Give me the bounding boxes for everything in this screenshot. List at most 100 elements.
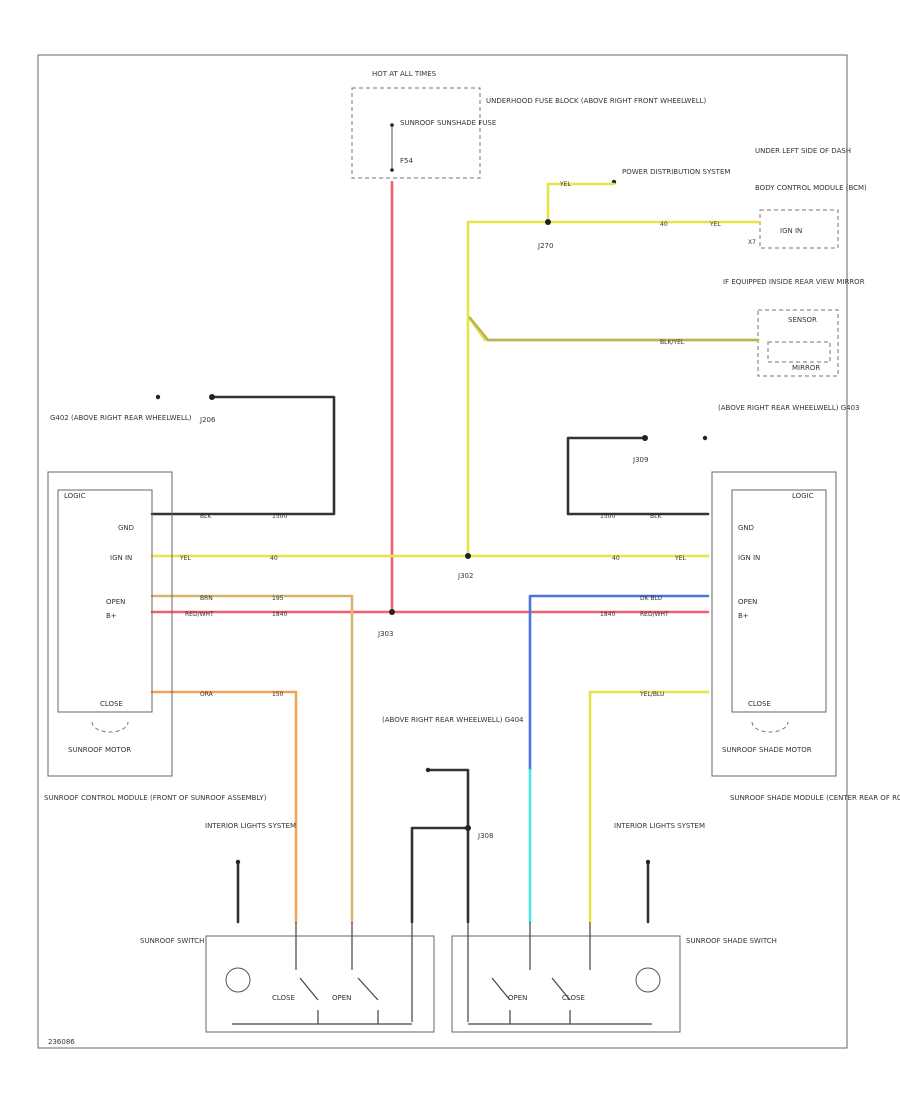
splice-j308-dot (465, 825, 471, 831)
left-module-outer (47, 471, 173, 777)
right-switch-open: OPEN (508, 994, 527, 1002)
ground-g404-label: (ABOVE RIGHT REAR WHEELWELL) G404 (382, 716, 524, 724)
wl-yel-bcm: YEL (709, 221, 721, 228)
splice-j206: J206 (199, 416, 216, 424)
fuse-block: HOT AT ALL TIMES SUNROOF SUNSHADE FUSE F… (351, 70, 707, 179)
wl-red-wht-right: RED/WHT (640, 611, 669, 618)
wl-yel-left: YEL (179, 555, 191, 562)
wl-red-wht-left: RED/WHT (185, 611, 214, 618)
wl-1840-right: 1840 (600, 611, 615, 618)
left-pin-open: OPEN (106, 598, 125, 606)
wl-brn: BRN (200, 595, 213, 602)
right-switch-close: CLOSE (562, 994, 585, 1002)
right-module: LOGIC GND IGN IN OPEN B+ CLOSE SUNROOF S… (711, 471, 900, 802)
left-pin-close: CLOSE (100, 700, 123, 708)
left-switch: SUNROOF SWITCH CLOSE OPEN (140, 922, 435, 1033)
splice-j302-dot (465, 553, 471, 559)
bcm-name: BODY CONTROL MODULE (BCM) (755, 184, 867, 192)
fuse-header: HOT AT ALL TIMES (372, 70, 437, 78)
ground-g403-label: (ABOVE RIGHT REAR WHEELWELL) G403 (718, 404, 859, 412)
wire-blk-right-ground (566, 436, 710, 516)
wl-yel-blu: YEL/BLU (639, 691, 664, 698)
wl-dk-blu: DK BLU (640, 595, 662, 602)
left-switch-name: SUNROOF SWITCH (140, 937, 204, 945)
fuse-terminal-bottom (390, 168, 394, 172)
interior-lights-left: INTERIOR LIGHTS SYSTEM (205, 822, 296, 830)
left-module-name: SUNROOF CONTROL MODULE (FRONT OF SUNROOF… (44, 794, 267, 802)
splice-j302: J302 (457, 572, 473, 580)
right-module-outer (711, 471, 837, 777)
left-pin-ign: IGN IN (110, 554, 132, 562)
power-dist-label: POWER DISTRIBUTION SYSTEM (622, 168, 730, 176)
ground-g404: (ABOVE RIGHT REAR WHEELWELL) G404 (382, 716, 524, 773)
left-switch-contacts (232, 922, 413, 1025)
left-pin-bplus: B+ (106, 612, 117, 620)
fuse-name: SUNROOF SUNSHADE FUSE (400, 119, 496, 127)
right-pin-bplus: B+ (738, 612, 749, 620)
fuse-block-name: UNDERHOOD FUSE BLOCK (ABOVE RIGHT FRONT … (486, 97, 707, 105)
wire-yel-ign (150, 182, 762, 558)
diagram-border (37, 54, 848, 1049)
ground-g402-label: G402 (ABOVE RIGHT REAR WHEELWELL) (50, 414, 192, 422)
right-switch-lamp-icon (635, 967, 661, 993)
fuse-terminal-top (390, 123, 394, 127)
left-switch-close: CLOSE (272, 994, 295, 1002)
fuse-block-outline (351, 87, 481, 179)
mirror-title: IF EQUIPPED INSIDE REAR VIEW MIRROR (723, 278, 865, 286)
left-motor-symbol (91, 721, 129, 733)
wl-40-bcm: 40 (660, 221, 668, 228)
left-pin-gnd: GND (118, 524, 134, 532)
wire-blk-left-ground (150, 395, 336, 516)
ground-g403: (ABOVE RIGHT REAR WHEELWELL) G403 (702, 404, 859, 441)
wire-blk-switch-ground (410, 768, 470, 924)
splice-j309: J309 (632, 456, 648, 464)
wl-150: 150 (272, 691, 284, 698)
interior-lights-right: INTERIOR LIGHTS SYSTEM (614, 822, 705, 830)
splice-j303-dot (389, 609, 395, 615)
wl-blk-yel: BLK/YEL (660, 339, 685, 346)
wl-1840-left: 1840 (272, 611, 287, 618)
mirror-sensor: SENSOR (788, 316, 817, 324)
right-module-name: SUNROOF SHADE MODULE (CENTER REAR OF ROO… (730, 794, 900, 802)
wire-dk-blu-open (528, 594, 710, 772)
left-logic-title: LOGIC (64, 492, 86, 500)
power-distribution: POWER DISTRIBUTION SYSTEM (611, 168, 730, 185)
right-pin-close: CLOSE (748, 700, 771, 708)
ground-g403-symbol (702, 435, 708, 441)
splice-j270: J270 (537, 242, 553, 250)
interior-lights-left-connector (235, 859, 241, 865)
wl-blk-right: BLK (650, 513, 662, 520)
inside-mirror: IF EQUIPPED INSIDE REAR VIEW MIRROR SENS… (723, 278, 865, 377)
wire-yel-blu-close (588, 690, 710, 924)
right-pin-gnd: GND (738, 524, 754, 532)
wl-40-right: 40 (612, 555, 620, 562)
wl-1500-left: 1500 (272, 513, 287, 520)
splice-j309-dot (642, 435, 648, 441)
bcm-outline (759, 209, 839, 249)
splice-j206-dot (209, 394, 215, 400)
wire-brn-open (150, 594, 354, 924)
left-switch-outline (205, 935, 435, 1033)
right-switch-contacts (467, 922, 652, 1025)
mirror-sensor-box (767, 341, 831, 363)
wire-ora-close (150, 690, 298, 924)
ground-g402-symbol (155, 394, 161, 400)
wl-yel-top: YEL (559, 181, 571, 188)
splice-j308: J308 (477, 832, 493, 840)
right-logic-title: LOGIC (792, 492, 814, 500)
left-module-logic (57, 489, 153, 713)
splice-j270-dot (545, 219, 551, 225)
fuse-number: F54 (400, 157, 413, 165)
mirror-name: MIRROR (792, 364, 820, 372)
bcm-pin-label: IGN IN (780, 227, 802, 235)
left-switch-open: OPEN (332, 994, 351, 1002)
bcm-location: UNDER LEFT SIDE OF DASH (755, 147, 851, 155)
right-motor-label: SUNROOF SHADE MOTOR (722, 746, 812, 754)
right-pin-ign: IGN IN (738, 554, 760, 562)
wl-yel-right: YEL (674, 555, 686, 562)
right-module-logic (731, 489, 827, 713)
right-pin-open: OPEN (738, 598, 757, 606)
bcm-pin: X7 (748, 239, 756, 246)
footer-id: 236086 (48, 1038, 75, 1046)
wl-1500-right: 1500 (600, 513, 615, 520)
